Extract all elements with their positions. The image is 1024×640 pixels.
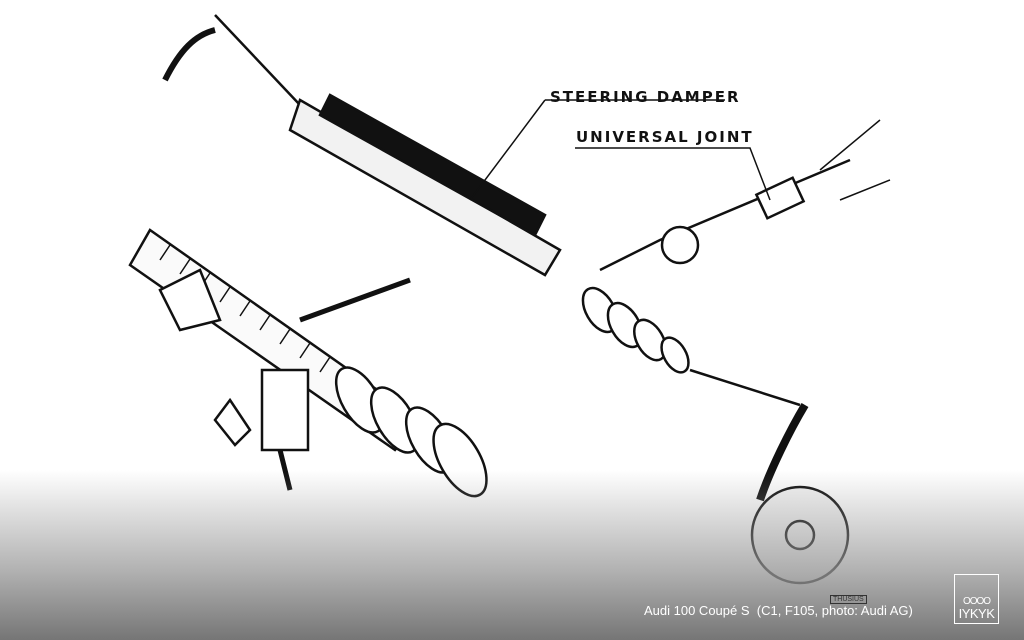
pinion-shaft bbox=[299, 277, 411, 323]
universal-joint bbox=[754, 176, 806, 220]
steering-arm-left bbox=[162, 27, 216, 82]
leader-damper bbox=[469, 99, 725, 201]
steering-shaft bbox=[599, 158, 851, 272]
tie-rod-left bbox=[214, 14, 301, 106]
cutaway-boot bbox=[334, 366, 488, 498]
label-steering-damper: STEERING DAMPER bbox=[550, 88, 741, 106]
photo-caption: Audi 100 Coupé S (C1, F105, photo: Audi … bbox=[644, 603, 913, 618]
caption-gradient bbox=[0, 470, 1024, 640]
artist-signature: THUSIUS bbox=[830, 595, 867, 604]
mounting-bracket bbox=[158, 268, 222, 332]
iykyk-logo: OOOO IYKYK bbox=[954, 574, 999, 624]
logo-text: IYKYK bbox=[958, 606, 995, 621]
leader-uj bbox=[575, 147, 771, 201]
label-universal-joint: UNIVERSAL JOINT bbox=[576, 128, 754, 146]
steering-damper bbox=[318, 93, 547, 237]
flex-coupling bbox=[660, 225, 700, 265]
logo-rings: OOOO bbox=[962, 596, 991, 607]
pressure-pad bbox=[260, 368, 310, 452]
rubber-boot bbox=[581, 286, 690, 374]
rack-housing bbox=[288, 98, 562, 277]
tie-rod-right bbox=[689, 368, 801, 407]
